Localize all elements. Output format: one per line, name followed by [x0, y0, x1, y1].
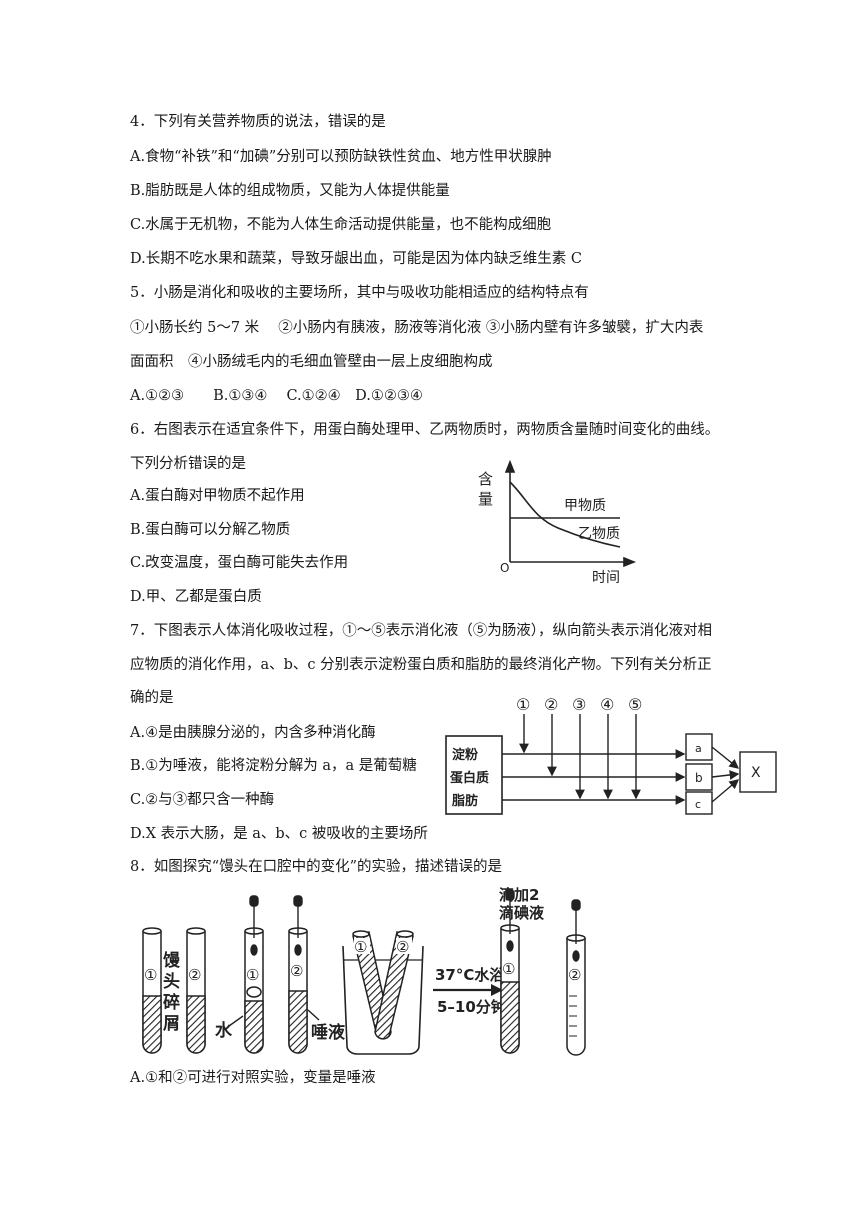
q7-product-c: c: [695, 798, 701, 811]
q7-product-c-box: [685, 791, 713, 815]
q8-tube-3: [244, 927, 264, 1054]
q7-juice-2: ②: [544, 695, 558, 714]
q8-saliva-pointer: [307, 1009, 320, 1021]
q8-mantou-2: 头: [163, 972, 180, 992]
q6-origin: O: [500, 561, 509, 575]
q8-tube-1-label: ①: [144, 966, 157, 984]
q7-arrow-c-x: [711, 779, 740, 803]
q8-tube-2-label: ②: [188, 966, 201, 984]
q7-substance-fat: 脂肪: [451, 793, 478, 809]
q7-juice-1: ①: [516, 695, 530, 714]
q7-stem-2: 应物质的消化作用，a、b、c 分别表示淀粉蛋白质和脂肪的最终消化产物。下列有关分…: [130, 657, 712, 673]
q6-curve-b: [509, 481, 621, 548]
q6-option-b: B.蛋白酶可以分解乙物质: [130, 522, 291, 538]
q7-product-a: a: [695, 742, 702, 755]
q8-beaker-tube-2-label: ②: [396, 938, 409, 956]
q7-substance-box: [445, 735, 503, 815]
q7-x-label: X: [751, 765, 761, 781]
q6-xlabel: 时间: [592, 570, 620, 586]
q8-bath-label-1: 37°C水浴: [435, 966, 505, 984]
q7-option-b: B.①为唾液，能将淀粉分解为 a，a 是葡萄糖: [130, 758, 417, 774]
q8-beaker-tube-2: [374, 930, 414, 1040]
q6-stem-1: 6．右图表示在适宜条件下，用蛋白酶处理甲、乙两物质时，两物质含量随时间变化的曲线…: [130, 422, 720, 438]
q8-water-label: 水: [215, 1020, 233, 1041]
q8-mantou-4: 屑: [163, 1014, 180, 1034]
q8-tube-6-label: ②: [568, 966, 581, 984]
q4-option-a: A.食物“补铁”和“加碘”分别可以预防缺铁性贫血、地方性甲状腺肿: [130, 149, 552, 165]
q7-arrow-a-x: [711, 746, 740, 769]
q5-stem: 5．小肠是消化和吸收的主要场所，其中与吸收功能相适应的结构特点有: [130, 285, 589, 301]
q7-arrow-b-x: [711, 770, 740, 780]
q8-dropper-4: [293, 895, 303, 956]
q6-series-a-label: 甲物质: [564, 498, 606, 514]
q8-option-a: A.①和②可进行对照实验，变量是唾液: [130, 1070, 376, 1086]
q5-line-2: 面面积 ④小肠绒毛内的毛细血管壁由一层上皮细胞构成: [130, 354, 493, 370]
q8-figure: ① ② 馒 头 碎 屑 ① 水 ② 唾液: [142, 886, 586, 1056]
q7-x-box: [739, 751, 777, 793]
q8-iodine-label-2: 滴碘液: [499, 904, 545, 922]
q7-option-c: C.②与③都只含一种酶: [130, 792, 275, 808]
q8-iodine-label-1: 滴加2: [499, 886, 539, 904]
q7-stem-1: 7．下图表示人体消化吸收过程，①～⑤表示消化液（⑤为肠液），纵向箭头表示消化液对…: [130, 623, 712, 639]
q6-ylabel-2: 量: [478, 490, 493, 508]
q7-juice-5: ⑤: [628, 695, 642, 714]
q7-product-b: b: [695, 771, 703, 785]
q6-figure: 含 量 甲物质 乙物质 O 时间: [478, 460, 637, 586]
q8-tube-4-label: ②: [290, 962, 303, 980]
q8-mantou-3: 碎: [163, 992, 180, 1013]
q8-tube-5: [500, 924, 520, 1054]
q4-option-b: B.脂肪既是人体的组成物质，又能为人体提供能量: [130, 183, 450, 199]
q7-option-a: A.④是由胰腺分泌的，内含多种消化酶: [130, 725, 376, 741]
q8-tube-5-label: ①: [502, 960, 515, 978]
q8-dropper-3: [249, 895, 259, 956]
q8-dropper-5: [505, 889, 515, 952]
q7-substance-starch: 淀粉: [452, 747, 478, 763]
q8-stem: 8．如图探究“馒头在口腔中的变化”的实验，描述错误的是: [130, 859, 503, 875]
q8-tube-4: [288, 927, 308, 1054]
q7-juice-3: ③: [572, 695, 586, 714]
q8-mantou-1: 馒: [163, 950, 181, 971]
q5-options: A.①②③ B.①③④ C.①②④ D.①②③④: [130, 388, 423, 404]
q8-tube-1: [142, 927, 162, 1054]
q8-beaker-tube-2-tag: [396, 938, 412, 954]
q5-line-1: ①小肠长约 5～7 米 ②小肠内有胰液，肠液等消化液 ③小肠内壁有许多皱襞，扩大…: [130, 320, 704, 336]
q8-beaker: [342, 945, 424, 1055]
q6-option-a: A.蛋白酶对甲物质不起作用: [130, 488, 305, 504]
q4-stem: 4．下列有关营养物质的说法，错误的是: [130, 114, 386, 130]
q6-series-b-label: 乙物质: [578, 526, 620, 542]
q4-option-c: C.水属于无机物，不能为人体生命活动提供能量，也不能构成细胞: [130, 217, 552, 233]
q8-tube-3-label: ①: [246, 966, 259, 984]
q7-option-d: D.X 表示大肠，是 a、b、c 被吸收的主要场所: [130, 826, 428, 842]
q6-option-c: C.改变温度，蛋白酶可能失去作用: [130, 555, 349, 571]
q6-stem-2: 下列分析错误的是: [130, 456, 246, 472]
q8-bath-arrowhead: [491, 984, 503, 996]
q7-substance-protein: 蛋白质: [450, 770, 489, 786]
q8-beaker-tube-1-tag: [354, 938, 370, 954]
q6-option-d: D.甲、乙都是蛋白质: [130, 589, 262, 605]
q6-y-axis-arrow: [504, 460, 516, 473]
q8-water-pointer: [228, 1015, 244, 1027]
q8-bath-label-2: 5–10分钟: [437, 998, 506, 1016]
q7-figure: 淀粉 蛋白质 脂肪 ① ② ③ ④ ⑤ a b c X: [445, 695, 777, 815]
q6-ylabel-1: 含: [478, 470, 493, 488]
q6-x-axis-arrow: [623, 556, 637, 568]
q7-stem-3: 确的是: [130, 690, 174, 706]
q7-juice-4: ④: [600, 695, 614, 714]
q8-saliva-label: 唾液: [311, 1022, 345, 1043]
q8-tube-2: [186, 927, 206, 1054]
q8-beaker-tube-1-label: ①: [354, 938, 367, 956]
q4-option-d: D.长期不吃水果和蔬菜，导致牙龈出血，可能是因为体内缺乏维生素 C: [130, 251, 582, 267]
q8-dropper-6: [571, 899, 581, 962]
